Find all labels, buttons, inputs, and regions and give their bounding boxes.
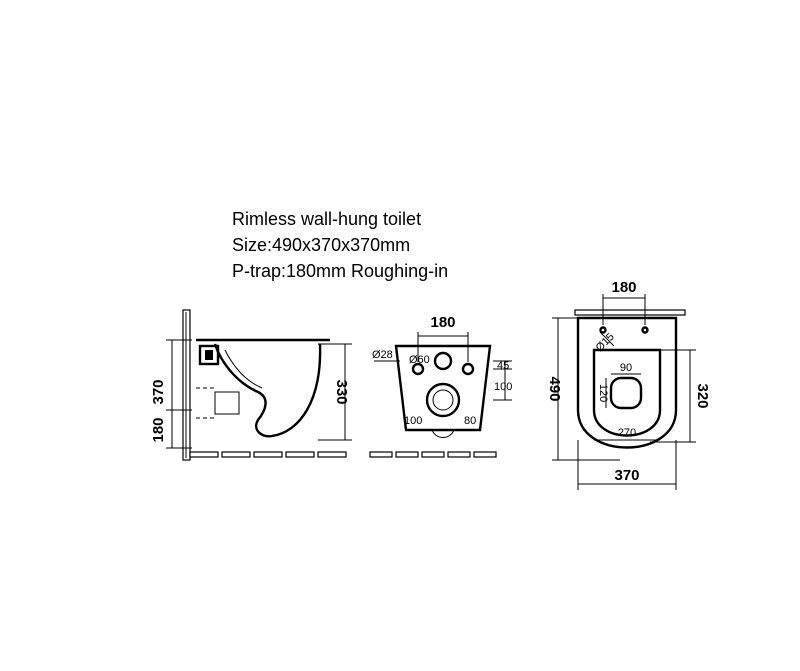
back-dim-100-left: 100: [404, 415, 422, 427]
back-dim-28: Ø28: [372, 349, 393, 361]
back-inlet-hole: [433, 351, 453, 371]
top-water-opening: [609, 376, 643, 410]
top-dim-490: 490: [546, 376, 563, 401]
top-dim-180: 180: [611, 279, 636, 296]
top-bolt-left: [599, 326, 607, 334]
top-dim-90: 90: [620, 362, 632, 374]
side-inlet-hole: [205, 350, 213, 360]
side-bowl-outer: [213, 343, 322, 438]
back-dim-60: Ø60: [409, 354, 430, 366]
back-dim-80: 80: [464, 415, 476, 427]
back-view: 180 Ø28 Ø60 45 100 100 80: [369, 314, 512, 458]
spec-size: Size:490x370x370mm: [232, 235, 411, 255]
spec-title: Rimless wall-hung toilet: [232, 209, 422, 229]
side-floor: [189, 451, 347, 458]
back-dim-45: 45: [497, 360, 509, 372]
side-view: 370 180 330: [150, 309, 352, 461]
back-body: [394, 344, 492, 432]
top-view: 180 Ø15 490 320 90 120 270 370: [546, 279, 711, 490]
top-bowl-inner: [592, 348, 662, 437]
side-inlet: [198, 344, 220, 366]
spec-trap: P-trap:180mm Roughing-in: [232, 261, 449, 281]
top-body-outer: [576, 316, 678, 449]
back-floor: [369, 451, 497, 458]
top-dim-320: 320: [694, 383, 711, 408]
side-dim-180: 180: [150, 417, 167, 442]
back-foot: [431, 429, 455, 438]
top-dim-370: 370: [614, 467, 639, 484]
back-dim-180: 180: [430, 314, 455, 331]
side-dim-330: 330: [333, 379, 350, 404]
top-bolt-right: [641, 326, 649, 334]
top-wall: [574, 309, 686, 316]
side-outlet: [214, 391, 240, 415]
top-dim-270: 270: [618, 427, 636, 439]
back-dim-100-right: 100: [494, 381, 512, 393]
top-dim-15-leader: [599, 331, 615, 347]
back-outlet-outer: [425, 382, 461, 418]
back-outlet-inner: [432, 389, 454, 411]
top-dim-120: 120: [597, 384, 609, 402]
side-dim-370: 370: [150, 379, 167, 404]
back-bolt-left: [411, 362, 425, 376]
side-outlet-dashes: [196, 387, 215, 419]
back-bolt-right: [461, 362, 475, 376]
side-bowl-inner: [224, 349, 263, 389]
spec-text: Rimless wall-hung toilet Size:490x370x37…: [232, 206, 448, 284]
